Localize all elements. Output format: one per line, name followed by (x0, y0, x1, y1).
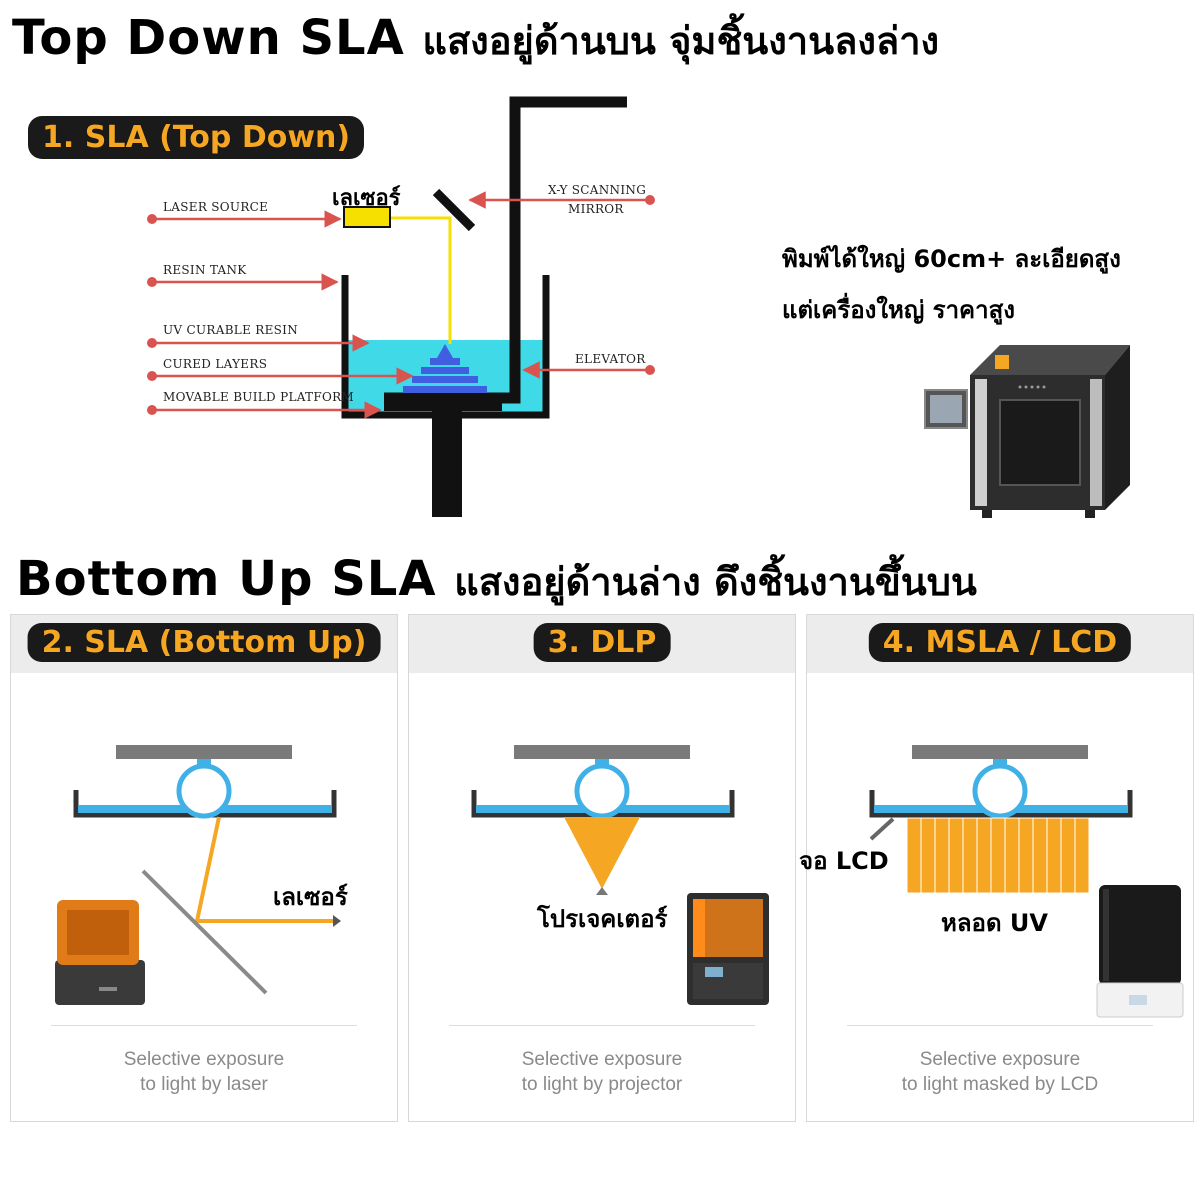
panel-header: 4. MSLA / LCD (807, 615, 1193, 673)
msla-lcd-diagram (869, 745, 1184, 1018)
badge-dlp: 3. DLP (533, 623, 671, 662)
cured-layer-2 (421, 367, 469, 374)
build-platform (384, 401, 502, 411)
note-price: แต่เครื่องใหญ่ ราคาสูง (782, 296, 1015, 324)
cured-layer-4 (403, 386, 487, 393)
top-title: Top Down SLA แสงอยู่ด้านบน จุ่มชิ้นงานลง… (12, 14, 939, 62)
label-mirror-1: X-Y SCANNING (548, 183, 647, 197)
caption-line-1: Selective exposure (123, 1049, 285, 1070)
badge-sla-top-down: 1. SLA (Top Down) (28, 116, 365, 159)
label-arrows (147, 191, 655, 419)
label-platform: MOVABLE BUILD PLATFORM (163, 390, 355, 404)
caption-sla: Selective exposure to light by laser (11, 1047, 397, 1097)
cured-layer-1 (430, 358, 460, 365)
dlp-diagram (471, 745, 769, 1005)
panel-dlp: 3. DLP โปรเจคเตอร์ Selective exposure to… (408, 614, 796, 1122)
top-title-th: แสงอยู่ด้านบน จุ่มชิ้นงานลงล่าง (422, 19, 940, 63)
panel-sla-bottom-up: 2. SLA (Bottom Up) เลเซอร์ Selective exp… (10, 614, 398, 1122)
label-elevator: ELEVATOR (575, 352, 646, 366)
elevator-arm (384, 96, 627, 404)
panel-header: 3. DLP (409, 615, 795, 673)
separator (51, 1025, 357, 1026)
label-uv-resin: UV CURABLE RESIN (163, 323, 299, 337)
bottom-title-en: Bottom Up SLA (16, 551, 437, 607)
caption-line-1: Selective exposure (521, 1049, 683, 1070)
top-title-en: Top Down SLA (12, 10, 405, 66)
label-uv-lamp: หลอด UV (941, 909, 1048, 937)
bottom-title: Bottom Up SLA แสงอยู่ด้านล่าง ดึงชิ้นงาน… (16, 555, 977, 603)
note-size: พิมพ์ได้ใหญ่ 60cm+ ละเอียดสูง (782, 245, 1121, 273)
sla-bottom-up-diagram (55, 745, 341, 1005)
label-laser-source: LASER SOURCE (163, 200, 269, 214)
label-cured-layers: CURED LAYERS (163, 357, 268, 371)
caption-dlp: Selective exposure to light by projector (409, 1047, 795, 1097)
label-laser-th: เลเซอร์ (332, 186, 401, 211)
badge-msla-lcd: 4. MSLA / LCD (868, 623, 1132, 662)
badge-sla-bottom-up: 2. SLA (Bottom Up) (27, 623, 381, 662)
laser-beam (390, 216, 452, 344)
label-resin-tank: RESIN TANK (163, 263, 247, 277)
cured-top (437, 344, 453, 358)
top-down-sla-diagram (147, 96, 655, 517)
label-projector: โปรเจคเตอร์ (537, 905, 668, 933)
caption-line-2: to light masked by LCD (901, 1074, 1099, 1095)
separator (847, 1025, 1153, 1026)
label-laser-bottom: เลเซอร์ (273, 883, 348, 911)
caption-line-2: to light by projector (521, 1074, 683, 1095)
bottom-title-th: แสงอยู่ด้านล่าง ดึงชิ้นงานขึ้นบน (454, 560, 977, 604)
caption-line-2: to light by laser (140, 1074, 268, 1095)
platform-shaft (432, 411, 462, 517)
caption-line-1: Selective exposure (919, 1049, 1081, 1070)
laser-source (343, 206, 391, 228)
large-sla-printer-image (924, 345, 1130, 518)
label-lcd-screen: จอ LCD (799, 847, 889, 875)
scanning-mirror (432, 188, 476, 232)
cured-layer-3 (412, 376, 478, 383)
caption-msla: Selective exposure to light masked by LC… (807, 1047, 1193, 1097)
panel-msla-lcd: 4. MSLA / LCD จอ LCD หลอด UV Selective e… (799, 614, 1194, 1122)
label-mirror-2: MIRROR (568, 202, 624, 216)
separator (449, 1025, 755, 1026)
panel-header: 2. SLA (Bottom Up) (11, 615, 397, 673)
